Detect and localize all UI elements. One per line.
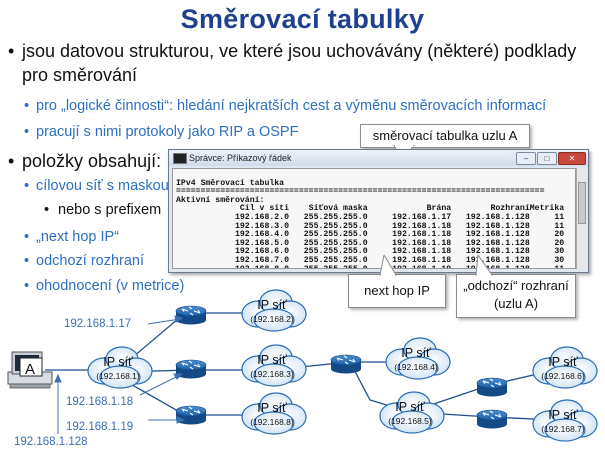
sub-bullet-out-iface: •odchozí rozhraní [24, 253, 145, 269]
host-label: A [25, 361, 35, 378]
sub-bullet-metric: •ohodnocení (v metrice) [24, 278, 185, 294]
close-button[interactable]: ✕ [558, 152, 586, 165]
console-route-row: 192.168.8.0 255.255.255.0 192.168.1.19 1… [176, 265, 564, 268]
cloud-net-label: IP síť [548, 408, 578, 422]
sub-sub-bullet-prefix: •nebo s prefixem [44, 202, 162, 218]
cloud-net-label: IP síť [401, 346, 431, 360]
bullet-dot: • [8, 41, 15, 61]
computer-icon [7, 351, 53, 389]
console-column-headers: Cíl v síti Síťová maska Brána RozhraníMe… [239, 204, 565, 214]
scrollbar-thumb[interactable] [578, 182, 586, 224]
console-rows: 192.168.2.0 255.255.255.0 192.168.1.17 1… [176, 212, 565, 268]
cloud-net-label: IP síť [257, 401, 287, 415]
bullet-dot: • [8, 151, 15, 171]
bullet-data-structure-cont: pro směrování [22, 65, 138, 85]
cloud-net-address: (192.168.7) [541, 424, 585, 434]
maximize-button[interactable]: □ [537, 152, 557, 165]
cloud-net-label: IP síť [257, 353, 287, 367]
slide-title: Směrovací tabulky [180, 4, 425, 34]
cloud-net-label: IP síť [548, 355, 578, 369]
callout-pointer [475, 255, 493, 276]
console-title: Správce: Příkazový řádek [189, 153, 292, 163]
sub-bullet-target-net: •cílovou síť s maskou [24, 178, 169, 194]
bullet-data-structure: • jsou datovou strukturou, ve které jsou … [8, 40, 576, 63]
bullet-text: jsou datovou strukturou, ve které jsou u… [22, 41, 577, 61]
sub-bullet-text: „next hop IP“ [36, 229, 120, 245]
console-route-row: 192.168.6.0 255.255.255.0 192.168.1.18 1… [234, 247, 565, 257]
sub-bullet-text: pro „logické činnosti“: hledání nejkratš… [36, 98, 547, 114]
router-icon [476, 409, 508, 430]
console-route-row: 192.168.2.0 255.255.255.0 192.168.1.17 1… [234, 212, 565, 222]
console-active-label: Aktivní směrování: [176, 195, 265, 205]
cloud-net-address: (192.168.8) [250, 417, 294, 427]
cloud-net-label: IP síť [103, 355, 133, 369]
console-route-row: 192.168.4.0 255.255.255.0 192.168.1.18 1… [234, 230, 565, 240]
sub-bullet-text: odchozí rozhraní [36, 253, 145, 269]
router-icon [330, 354, 362, 375]
sub-bullet-text: pracují s nimi protokoly jako RIP a OSPF [36, 124, 299, 140]
cloud-net-address: (192.168.1) [96, 371, 140, 381]
ip-router-19: 192.168.1.19 [66, 421, 134, 433]
ip-host-a: 192.168.1.128 [14, 436, 88, 448]
ip-router-18: 192.168.1.18 [66, 396, 134, 408]
cloud-net-address: (192.168.4) [394, 362, 438, 372]
sub-sub-bullet-text: nebo s prefixem [58, 202, 162, 218]
sub-bullet-text: cílovou síť s maskou [36, 178, 169, 194]
sub-bullet-protocols: •pracují s nimi protokoly jako RIP a OSP… [24, 124, 299, 140]
console-header: IPv4 Směrovací tabulka [176, 178, 285, 188]
cloud-labels: IP síť (192.168.1) IP síť (192.168.2) IP síť… [96, 298, 585, 434]
cloud-net-address: (192.168.5) [388, 416, 432, 426]
callout-out-iface-line1: „odchozí“ rozhraní [463, 278, 569, 293]
console-scrollbar[interactable] [576, 168, 587, 269]
cloud-net-label: IP síť [395, 400, 425, 414]
cloud-net-address: (192.168.3) [250, 369, 294, 379]
console-route-row: 192.168.3.0 255.255.255.0 192.168.1.18 1… [234, 221, 565, 231]
router-icon [175, 305, 207, 326]
console-route-row: 192.168.5.0 255.255.255.0 192.168.1.18 1… [234, 238, 565, 248]
bullet-entries: • položky obsahují: [8, 150, 161, 173]
callout-routing-table: směrovací tabulka uzlu A [360, 124, 530, 148]
console-separator: ========================================… [176, 187, 545, 197]
callout-pointer [379, 255, 397, 276]
router-icon [476, 377, 508, 398]
callout-out-iface-line2: (uzlu A) [493, 296, 539, 311]
sub-bullet-text: ohodnocení (v metrice) [36, 278, 185, 294]
callout-out-iface: „odchozí“ rozhraní (uzlu A) [456, 274, 576, 318]
cloud-net-address: (192.168.2) [250, 314, 294, 324]
sub-bullet-logic: •pro „logické činnosti“: hledání nejkrat… [24, 98, 547, 114]
console-output[interactable]: IPv4 Směrovací tabulka =================… [172, 168, 576, 269]
cloud-net-address: (192.168.6) [541, 371, 585, 381]
ip-router-17: 192.168.1.17 [64, 318, 132, 330]
minimize-button[interactable]: ‒ [516, 152, 536, 165]
console-window[interactable]: Správce: Příkazový řádek ‒ □ ✕ IPv4 Směr… [168, 149, 589, 273]
callout-nexthop: next hop IP [348, 274, 446, 308]
cloud-net-label: IP síť [257, 298, 287, 312]
console-titlebar[interactable]: Správce: Příkazový řádek ‒ □ ✕ [169, 150, 588, 166]
console-app-icon [173, 153, 187, 164]
bullet-text: položky obsahují: [22, 151, 162, 171]
console-route-row: 192.168.7.0 255.255.255.0 192.168.1.18 1… [234, 255, 565, 265]
ip-pointers [54, 315, 186, 434]
sub-bullet-nexthop: •„next hop IP“ [24, 229, 120, 245]
